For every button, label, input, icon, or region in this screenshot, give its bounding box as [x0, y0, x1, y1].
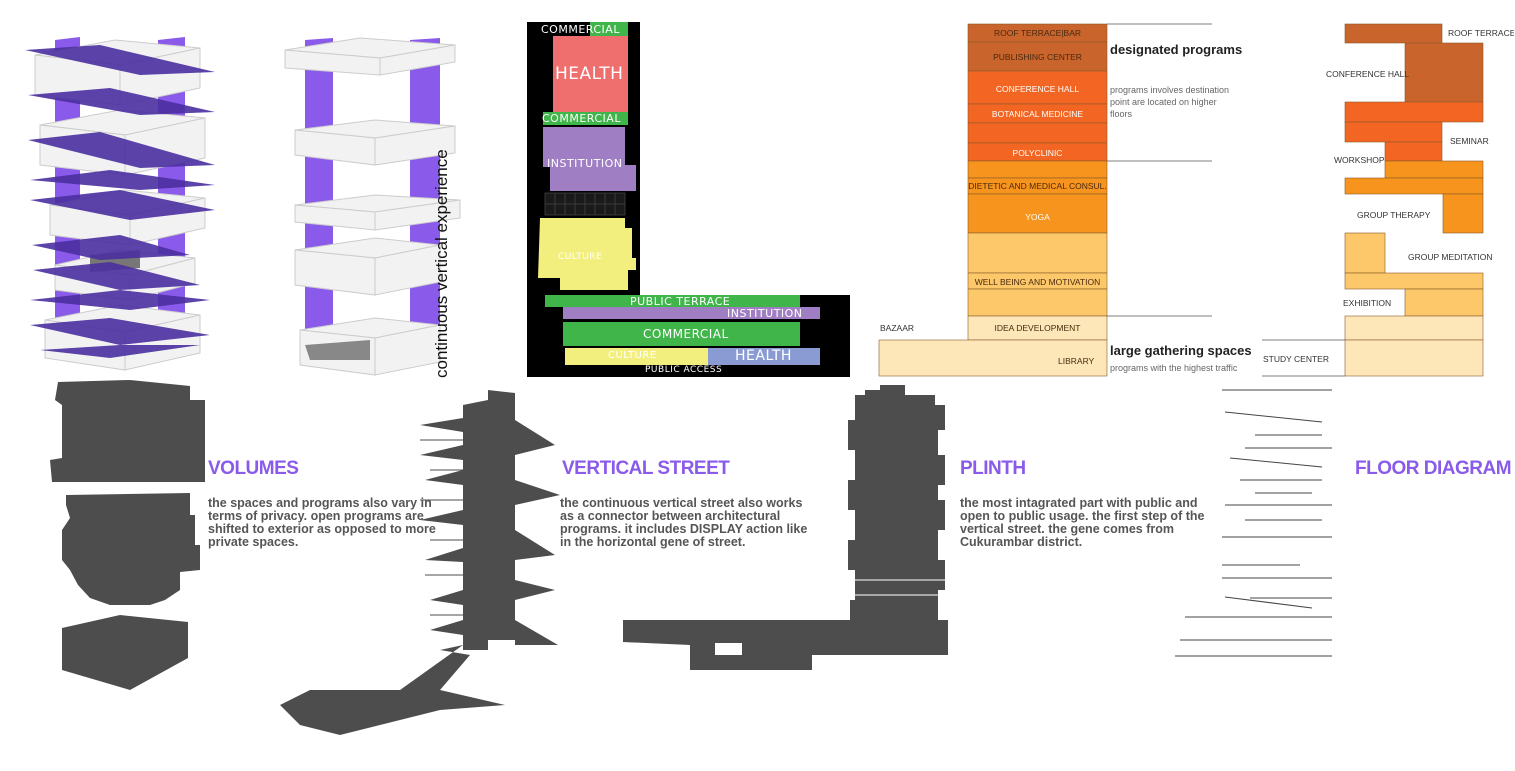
label-health-low: HEALTH — [735, 348, 792, 364]
prog-library: LIBRARY — [1058, 356, 1095, 366]
label-public-access: PUBLIC ACCESS — [645, 365, 723, 375]
designated-programs-desc: programs involves destination point are … — [1110, 85, 1230, 119]
label-institution-top: INSTITUTION — [547, 157, 623, 170]
floor-workshop: WORKSHOP — [1334, 155, 1385, 165]
prog-yoga: YOGA — [1025, 212, 1050, 222]
floor-diagram-title: FLOOR DIAGRAM — [1355, 458, 1512, 479]
floor-diagram-lines — [1175, 389, 1332, 657]
vertical-experience-label: continuous vertical experience — [432, 149, 451, 378]
vertical-street-desc: the continuous vertical street also work… — [560, 496, 808, 549]
vertical-street-silhouette — [280, 390, 560, 735]
gathering-spaces-title: large gathering spaces — [1110, 343, 1252, 358]
floor-roof-terrace: ROOF TERRACE|BAR — [1448, 28, 1514, 38]
program-stack — [878, 23, 1108, 377]
prog-roof-terrace: ROOF TERRACE|BAR — [993, 28, 1082, 38]
label-culture-top: CULTURE — [558, 252, 603, 262]
designated-programs-title: designated programs — [1110, 42, 1243, 57]
plinth-silhouette — [623, 385, 948, 670]
floor-exhibition: EXHIBITION — [1343, 298, 1392, 308]
prog-well-being: WELL BEING AND MOTIVATION — [974, 277, 1101, 287]
vertical-street-lines — [420, 439, 463, 616]
label-commercial-low: COMMERCIAL — [643, 327, 729, 341]
volumes-silhouette — [50, 380, 205, 690]
floor-seminar: SEMINAR — [1450, 136, 1489, 146]
prog-botanical-medicine: BOTANICAL MEDICINE — [991, 109, 1084, 119]
prog-polyclinic: POLYCLINIC — [1012, 148, 1063, 158]
floor-group-meditation: GROUP MEDITATION — [1408, 252, 1493, 262]
plinth-lines — [848, 579, 948, 596]
floor-diagram-stack — [1344, 23, 1484, 377]
vertical-street-title: VERTICAL STREET — [562, 458, 730, 479]
program-stack-guides — [1107, 23, 1212, 317]
prog-dietetic: DIETETIC AND MEDICAL CONSUL. — [968, 181, 1107, 191]
label-institution-low: INSTITUTION — [727, 307, 803, 320]
plinth-desc: the most intagrated part with public and… — [960, 496, 1205, 549]
axon-tower-volumes — [25, 37, 215, 371]
vertical-program-diagram — [527, 22, 850, 377]
prog-bazaar: BAZAAR — [880, 323, 915, 333]
axon-tower-street — [284, 37, 461, 376]
volumes-title: VOLUMES — [208, 458, 299, 479]
prog-conference-hall: CONFERENCE HALL — [995, 84, 1080, 94]
floor-study-center: STUDY CENTER — [1263, 354, 1329, 364]
volumes-desc: the spaces and programs also vary in ter… — [208, 496, 436, 549]
gathering-spaces-desc: programs with the highest traffic — [1110, 363, 1238, 373]
label-health-top: HEALTH — [555, 64, 624, 84]
label-culture-low: CULTURE — [608, 350, 657, 361]
label-commercial-mid: COMMERCIAL — [542, 112, 621, 125]
floor-group-therapy: GROUP THERAPY — [1357, 210, 1431, 220]
label-public-terrace: PUBLIC TERRACE — [630, 295, 731, 308]
floor-conference-hall: CONFERENCE HALL — [1326, 69, 1410, 79]
plinth-title: PLINTH — [960, 458, 1026, 479]
label-commercial-top: COMMERCIAL — [541, 23, 620, 36]
prog-publishing-center: PUBLISHING CENTER — [993, 52, 1082, 62]
prog-idea-development: IDEA DEVELOPMENT — [994, 323, 1081, 333]
